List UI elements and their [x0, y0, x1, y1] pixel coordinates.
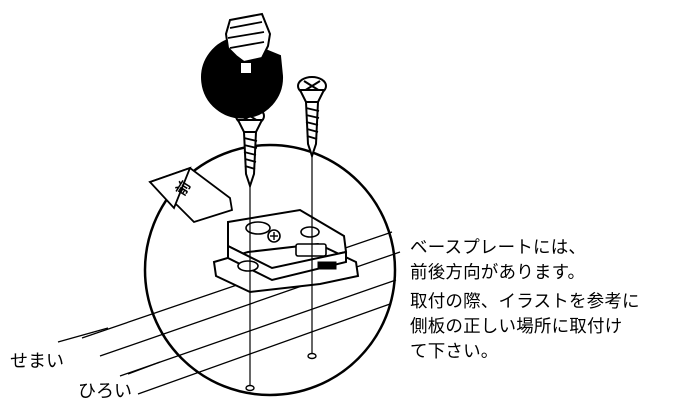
hand-with-screwdriver-icon	[201, 12, 284, 119]
direction-note: ベースプレートには、 前後方向があります。	[410, 236, 586, 286]
note-line: ベースプレートには、	[410, 238, 587, 258]
note-line: 前後方向があります。	[410, 263, 586, 283]
installation-note: 取付の際、イラストを参考に 側板の正しい場所に取付け て下さい。	[410, 290, 640, 365]
screw-hole-markers	[245, 352, 317, 392]
screw-guide-lines	[249, 150, 313, 386]
note-line: 取付の際、イラストを参考に	[410, 292, 640, 312]
note-line: て下さい。	[410, 342, 499, 362]
note-line: 側板の正しい場所に取付け	[410, 317, 623, 337]
wide-side-label: ひろい	[78, 381, 132, 402]
narrow-side-label: せまい	[10, 351, 64, 372]
front-arrow-icon	[148, 166, 234, 224]
wood-screw-icon	[297, 76, 327, 160]
